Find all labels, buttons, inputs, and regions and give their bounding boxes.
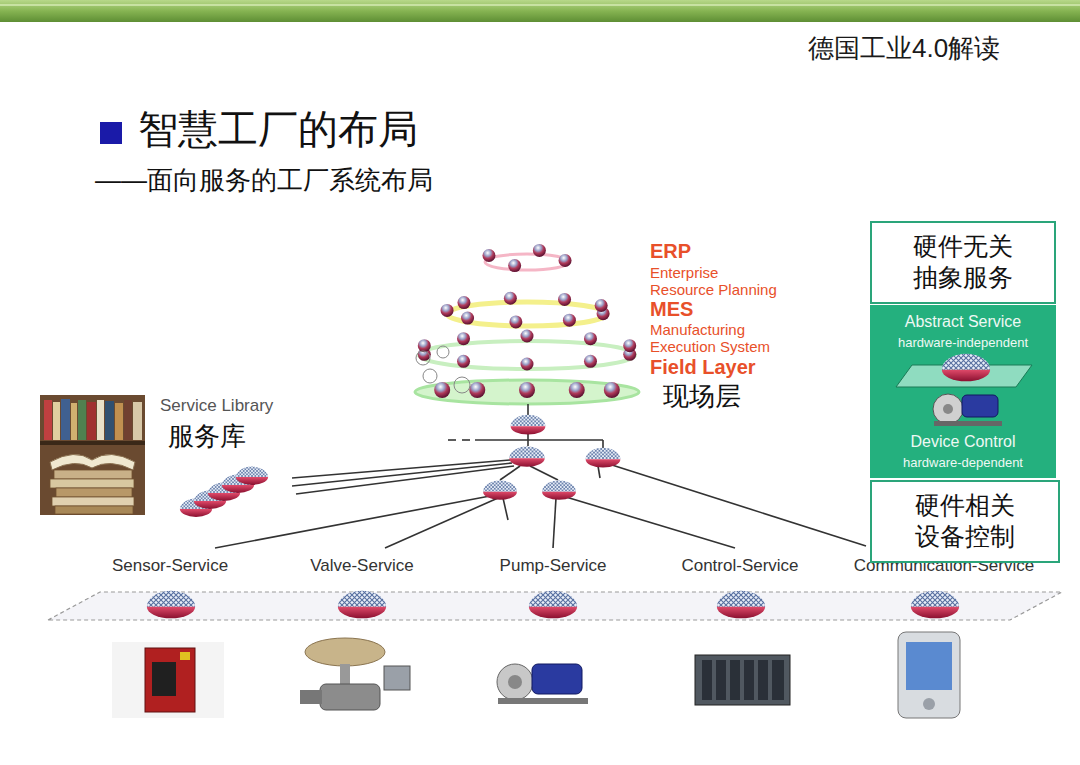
- service-ball: [595, 299, 608, 312]
- service-ball: [509, 315, 522, 328]
- service-ball: [563, 314, 576, 327]
- service-ball: [434, 382, 450, 398]
- box-text: 硬件相关 设备控制: [912, 490, 1018, 553]
- panel-text: Abstract Service: [870, 313, 1056, 331]
- library-cn: 服务库: [168, 422, 246, 452]
- service-ball: [469, 382, 485, 398]
- service-name: Pump-Service: [500, 556, 607, 576]
- service-ball: [504, 292, 517, 305]
- header: 德国工业4.0解读: [808, 34, 1000, 64]
- service-ball: [521, 330, 534, 343]
- service-ball: [519, 382, 535, 398]
- service-ball: [457, 296, 470, 309]
- annotation-box: 硬件相关 设备控制: [870, 480, 1060, 563]
- service-ball: [584, 355, 597, 368]
- service-ball: [521, 358, 534, 371]
- service-ball: [569, 382, 585, 398]
- service-name: Sensor-Service: [112, 556, 228, 576]
- annotation-box: 硬件无关 抽象服务: [870, 221, 1056, 304]
- service-ball: [482, 249, 495, 262]
- panel-text: Device Control: [870, 433, 1056, 451]
- layer-name: MES: [650, 298, 693, 321]
- layer-desc: Manufacturing Execution System: [650, 321, 784, 356]
- service-ball: [558, 293, 571, 306]
- service-ball: [441, 304, 454, 317]
- layer-desc: Enterprise Resource Planning: [650, 264, 784, 299]
- service-ball: [457, 332, 470, 345]
- service-name: Valve-Service: [310, 556, 414, 576]
- service-panel: Abstract Service hardware-independentDevi…: [870, 305, 1056, 478]
- service-ball: [584, 332, 597, 345]
- box-text: 硬件无关 抽象服务: [910, 231, 1016, 294]
- service-name: Control-Service: [681, 556, 798, 576]
- layer-name: ERP: [650, 240, 691, 263]
- service-ball: [604, 382, 620, 398]
- library-name: Service Library: [160, 396, 273, 416]
- service-ball: [623, 339, 636, 352]
- panel-subtext: hardware-dependent: [870, 455, 1056, 470]
- subtitle: ——面向服务的工厂系统布局: [95, 166, 433, 196]
- panel-illustration: [870, 305, 1056, 478]
- service-ball: [508, 259, 521, 272]
- layer-name: Field Layer: [650, 356, 756, 379]
- title: 智慧工厂的布局: [138, 106, 418, 152]
- service-ball: [559, 254, 572, 267]
- service-ball: [461, 312, 474, 325]
- service-ball: [418, 339, 431, 352]
- panel-subtext: hardware-independent: [870, 335, 1056, 350]
- service-ball: [533, 244, 546, 257]
- service-ball: [457, 355, 470, 368]
- layer-cn: 现场层: [663, 382, 741, 412]
